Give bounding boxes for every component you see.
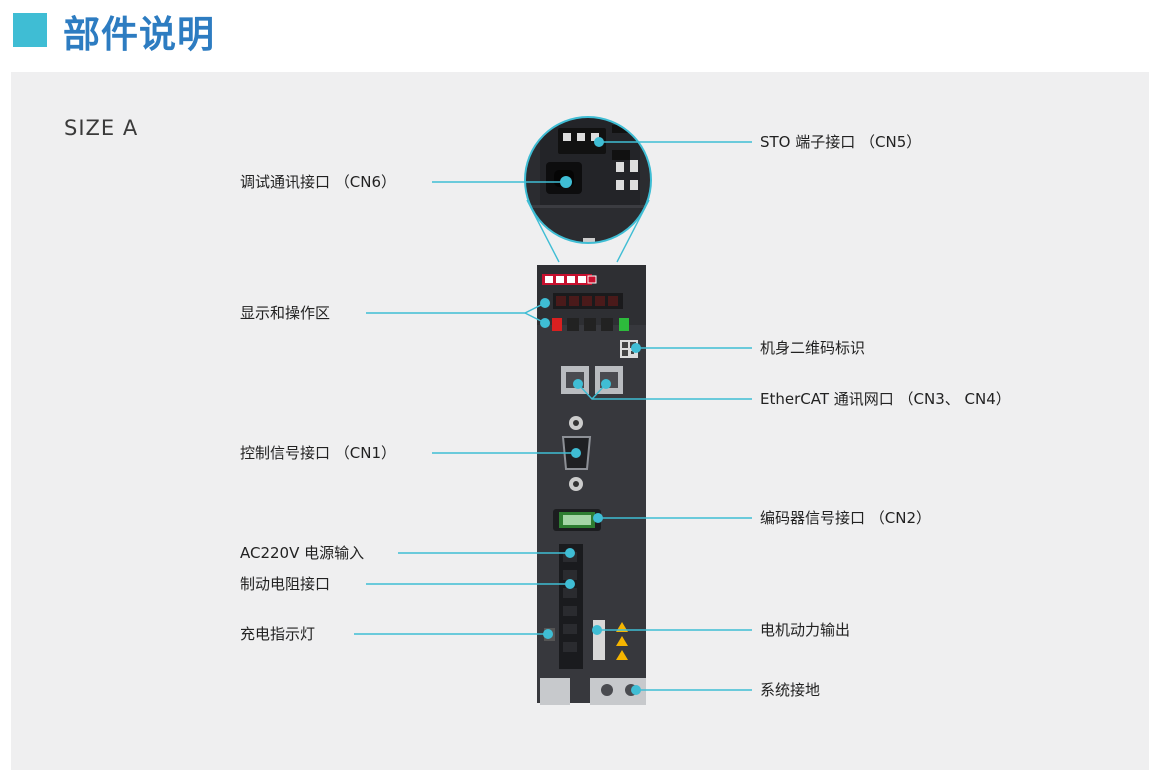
- dot-buttons: [540, 318, 550, 328]
- dot-ground: [631, 685, 641, 695]
- callout-ground: 系统接地: [760, 681, 821, 699]
- leader-lines: [354, 141, 752, 691]
- servo-drive-body: [537, 265, 646, 705]
- dot-cn3: [573, 379, 583, 389]
- dot-display: [540, 298, 550, 308]
- callout-debug-port: 调试通讯接口 （CN6）: [240, 173, 397, 191]
- callout-display-area: 显示和操作区: [240, 304, 331, 322]
- callout-charge-led: 充电指示灯: [240, 625, 316, 643]
- dot-debug: [560, 176, 572, 188]
- callout-ethercat: EtherCAT 通讯网口 （CN3、 CN4）: [760, 390, 1011, 408]
- callout-encoder: 编码器信号接口 （CN2）: [760, 509, 932, 527]
- dot-motor-out: [592, 625, 602, 635]
- callout-control-signal: 控制信号接口 （CN1）: [240, 444, 397, 462]
- dot-cn2: [593, 513, 603, 523]
- dot-charge: [543, 629, 553, 639]
- header-accent-square: [13, 13, 47, 47]
- dot-qrcode: [631, 343, 641, 353]
- anchor-dots: [540, 137, 641, 695]
- dot-cn4: [601, 379, 611, 389]
- callout-power-input: AC220V 电源输入: [240, 544, 365, 562]
- dot-brake: [565, 579, 575, 589]
- dot-cn1: [571, 448, 581, 458]
- dot-power-in: [565, 548, 575, 558]
- callout-sto: STO 端子接口 （CN5）: [760, 133, 922, 151]
- page-title: 部件说明: [63, 13, 215, 56]
- callout-qrcode: 机身二维码标识: [760, 339, 866, 357]
- size-label: SIZE A: [64, 116, 139, 140]
- callout-brake-resistor: 制动电阻接口: [240, 575, 331, 593]
- callout-motor-output: 电机动力输出: [760, 621, 851, 639]
- dot-sto: [594, 137, 604, 147]
